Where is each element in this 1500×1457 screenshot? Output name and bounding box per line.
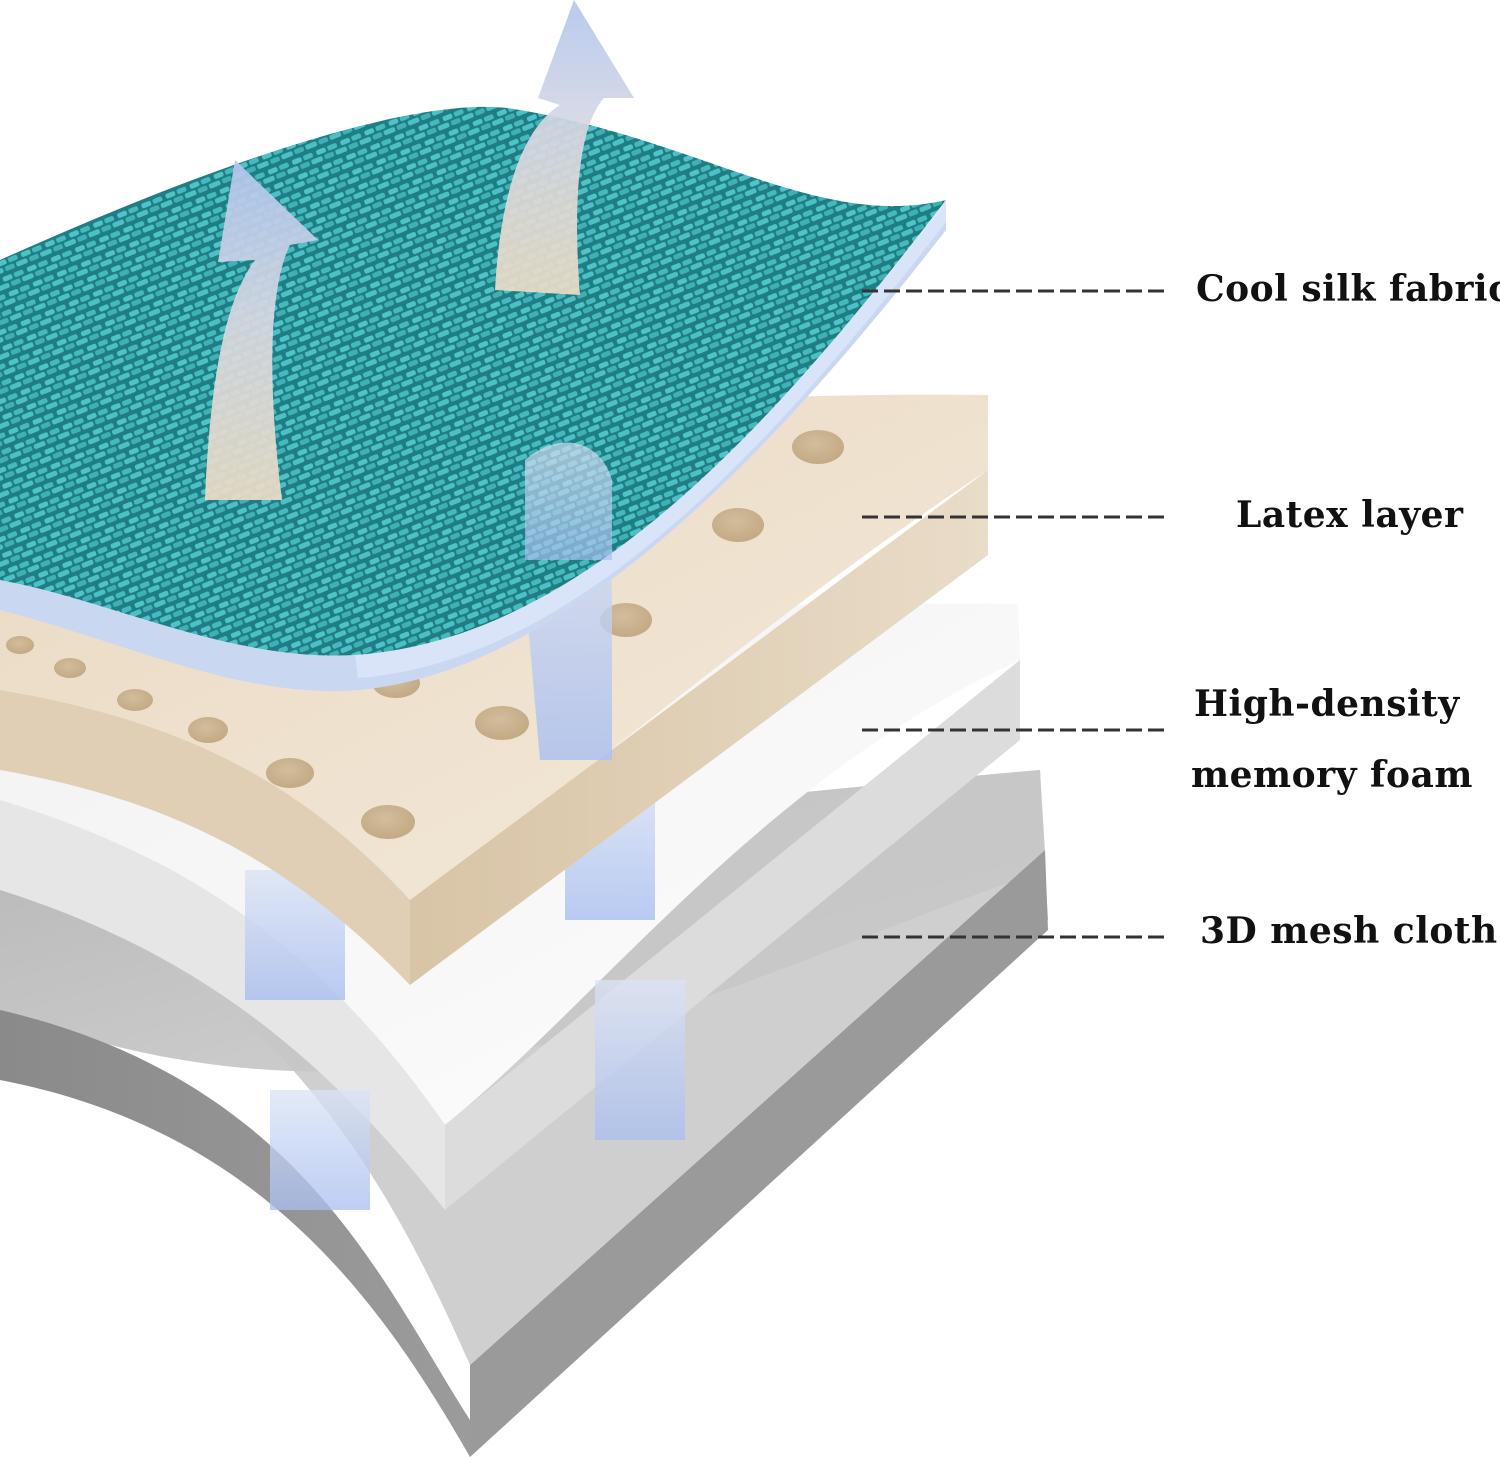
airflow-arrow-right <box>495 0 634 295</box>
latex-hole <box>600 603 652 637</box>
label-memory-foam-line1: High-density <box>1194 683 1460 725</box>
latex-hole <box>117 689 153 711</box>
airflow-stream-left-low <box>270 1090 370 1210</box>
latex-hole <box>475 706 529 740</box>
airflow-stream-right-low <box>595 980 685 1140</box>
latex-hole <box>188 717 228 743</box>
foam-front-edge <box>445 660 1020 1210</box>
leader-lines <box>862 289 1168 939</box>
latex-front-edge <box>410 470 988 985</box>
latex-left-edge <box>0 690 410 985</box>
latex-hole <box>712 508 764 542</box>
label-cool-silk-fabric: Cool silk fabric <box>1196 268 1500 310</box>
latex-hole <box>54 658 86 678</box>
fabric-underside <box>0 205 946 692</box>
airflow-arrow-lower-stem <box>525 442 612 560</box>
label-latex-layer: Latex layer <box>1236 494 1464 536</box>
foam-left-edge <box>0 800 445 1210</box>
latex-hole <box>266 758 314 788</box>
latex-hole <box>792 430 844 464</box>
layer-cool-silk-fabric <box>0 106 946 692</box>
label-memory-foam-line2: memory foam <box>1191 754 1473 796</box>
latex-hole <box>6 636 34 654</box>
airflow-arrow-left <box>205 160 318 500</box>
label-3d-mesh-cloth: 3D mesh cloth <box>1200 910 1498 952</box>
airflow-arrows <box>205 0 634 560</box>
latex-hole <box>361 805 415 839</box>
mesh-front-edge <box>470 850 1048 1457</box>
